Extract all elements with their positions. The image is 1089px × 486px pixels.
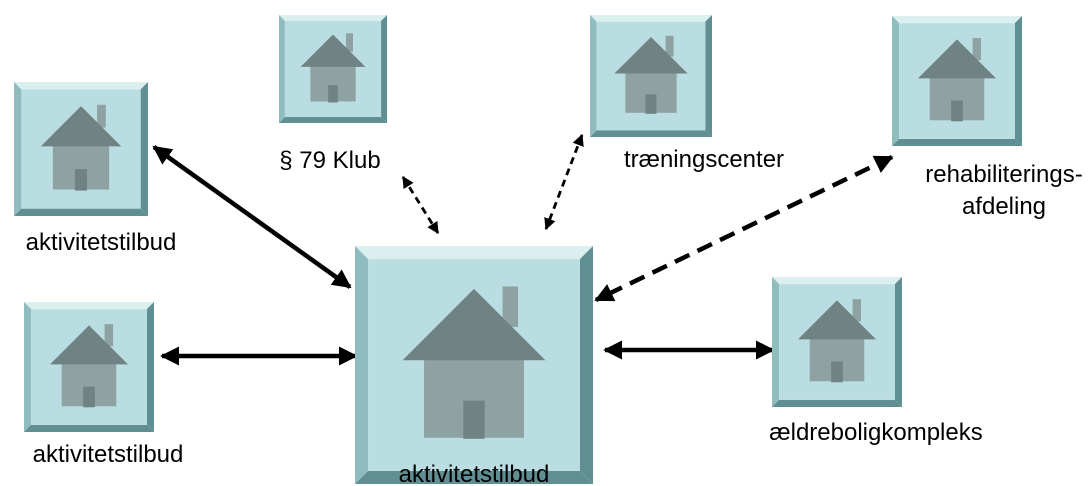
door — [463, 400, 485, 439]
tile-bevel-right — [140, 82, 148, 216]
tile-bevel-right — [1014, 16, 1022, 146]
tile-bevel-left — [279, 15, 285, 123]
tile-bevel-bottom — [24, 424, 154, 432]
node-label: § 79 Klub — [279, 147, 380, 174]
door — [645, 94, 657, 114]
node-rehab[interactable]: rehabiliterings- afdeling — [892, 16, 1083, 220]
node-center[interactable]: aktivitetstilbud — [355, 246, 593, 486]
house-icon — [892, 16, 1022, 146]
tile-bevel-bottom — [279, 117, 387, 123]
chimney — [665, 35, 674, 57]
tile-bevel-top — [14, 82, 148, 90]
tile-bevel-left — [14, 82, 22, 216]
tile-bevel-right — [894, 277, 902, 407]
door — [74, 169, 88, 191]
house-icon — [279, 15, 387, 123]
tile-bevel-bottom — [772, 399, 902, 407]
node-label: aktivitetstilbud — [33, 441, 184, 468]
node-aeldre[interactable]: ældreboligkompleks — [769, 277, 983, 446]
tile-bevel-top — [355, 246, 593, 260]
house-icon — [772, 277, 902, 407]
house-icon — [14, 82, 148, 216]
node-label: ældreboligkompleks — [769, 419, 982, 446]
tile-bevel-top — [892, 16, 1022, 24]
node-traening[interactable]: træningscenter — [590, 15, 784, 173]
roof — [918, 39, 996, 79]
tile-bevel-right — [146, 302, 154, 432]
tile-bevel-top — [590, 15, 712, 22]
tile-bevel-top — [772, 277, 902, 285]
door — [831, 361, 843, 383]
connectors — [152, 133, 894, 366]
tile-bevel-bottom — [14, 208, 148, 216]
node-label-line2: afdeling — [962, 193, 1046, 220]
chimney — [345, 33, 353, 52]
node-label-line1: rehabiliterings- — [925, 161, 1082, 188]
roof — [614, 36, 688, 74]
house-icon — [590, 15, 712, 137]
node-klub[interactable]: § 79 Klub — [279, 15, 387, 174]
node-label: aktivitetstilbud — [399, 461, 550, 486]
node-mid-left[interactable]: aktivitetstilbud — [24, 302, 183, 468]
tile-bevel-bottom — [892, 138, 1022, 146]
tile-bevel-right — [381, 15, 387, 123]
connector-top-left-to-center — [152, 145, 352, 289]
tile-bevel-bottom — [590, 130, 712, 137]
roof — [402, 288, 546, 361]
tile-bevel-left — [590, 15, 597, 137]
chimney — [852, 299, 862, 322]
roof — [300, 34, 366, 67]
roof — [40, 106, 122, 147]
connector-rehab-to-center — [594, 154, 894, 303]
chimney — [502, 286, 519, 327]
tile-bevel-right — [705, 15, 712, 137]
node-top-left[interactable]: aktivitetstilbud — [14, 82, 176, 256]
house-icon — [355, 246, 593, 484]
chimney — [97, 104, 106, 128]
house-icon — [24, 302, 154, 432]
roof — [50, 325, 128, 365]
tile-bevel-left — [772, 277, 780, 407]
tile-bevel-right — [579, 246, 593, 484]
door — [83, 386, 95, 408]
roof — [798, 300, 876, 340]
tile-bevel-top — [279, 15, 387, 21]
connector-klub-to-center — [401, 176, 440, 234]
connector-traening-to-center — [544, 133, 584, 231]
chimney — [972, 38, 982, 61]
tile-bevel-left — [355, 246, 369, 484]
tile-bevel-top — [24, 302, 154, 310]
chimney — [104, 324, 114, 347]
door — [951, 100, 963, 122]
tile-bevel-bottom — [355, 470, 593, 484]
tile-bevel-left — [24, 302, 32, 432]
door — [328, 85, 338, 103]
node-label: aktivitetstilbud — [26, 229, 177, 256]
tile-bevel-left — [892, 16, 900, 146]
node-label: træningscenter — [624, 146, 784, 173]
